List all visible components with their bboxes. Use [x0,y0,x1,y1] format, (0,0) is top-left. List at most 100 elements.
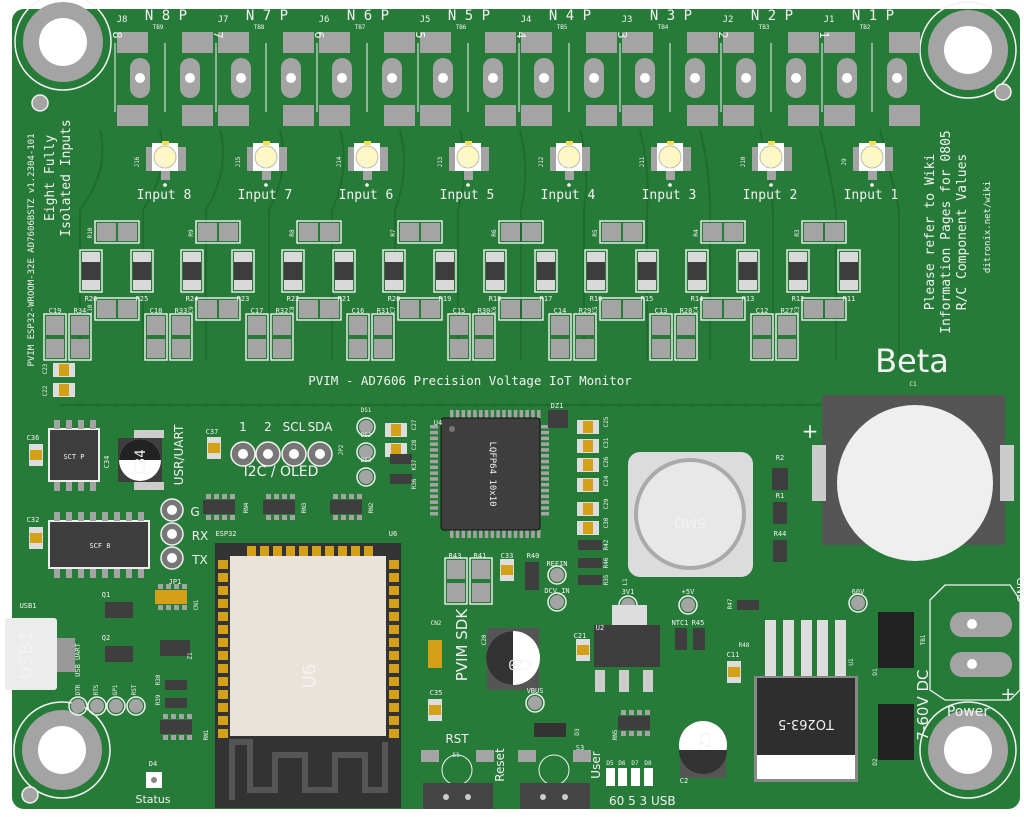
resistor-small-pad [71,316,89,335]
via [456,403,460,407]
status-label: Status [135,793,170,806]
pin-tx-label: TX [191,553,208,567]
connector-body-ref: J12 [562,153,572,169]
terminal-ref: J2 [723,15,734,25]
i2c-oled-label: I2C / OLED [244,464,319,480]
esp32-pin [389,716,399,725]
qfp-pin [541,506,549,510]
connector-body-ref: J16 [158,153,168,169]
terminal-pad [384,105,415,126]
mounting-hole-bottom-left-drill [38,726,86,774]
via [474,403,478,407]
polarity-label: N 6 P [347,8,389,24]
cap-small-outline [43,313,67,361]
rn-pin [171,735,176,740]
esp32-pin [247,546,256,556]
resistor-pads-pad [447,560,465,579]
resistor-ref: R7 [390,229,397,237]
thermistor-ntc1 [675,628,687,650]
connector-ring [658,145,682,169]
terminal-pad [182,105,213,126]
cap-pair-pad [724,300,743,318]
qfp-pin [484,530,489,538]
rn-pin [182,605,187,610]
qfp-pin [541,494,549,499]
terminal-drill [286,73,296,83]
led-pad [359,420,373,434]
testpoint-refin [550,568,564,582]
resistor-right-body [436,262,454,280]
cap-pair-pad [320,300,339,318]
rn-pin [163,735,168,740]
qfp-pin [430,459,438,464]
resistor-left-outline [180,249,204,293]
qfp-pin [496,410,500,418]
ic-pin [78,420,84,429]
rn-pin [333,515,338,520]
rn-pin [621,710,626,715]
resistor-r39 [165,698,187,708]
resistor-small [390,474,412,484]
connector-ref: J15 [235,156,242,167]
ds3-label: DS3 [361,457,372,464]
terminal-pad [117,105,148,126]
testpoint-5v-ring [678,595,698,615]
ntc1-label: NTC1 [672,619,689,627]
via [150,403,154,407]
connector-ref: J16 [134,156,141,167]
usb-pads [57,638,75,672]
cap-small [577,521,599,535]
pin-rx-label: RX [192,529,209,543]
regulator-tab [612,605,647,625]
cap-small-pad [248,316,266,335]
qfp-pin [484,410,489,418]
vbus-label: VBUS [527,687,544,695]
resistor-left-outline [685,249,709,293]
terminal-block-ref: TB2 [860,24,871,31]
c22-label: C22 [42,385,49,396]
cap-small-pad [46,339,64,358]
rn-pin [290,515,295,520]
cap-small-outline [548,313,572,361]
cap-small [577,502,599,516]
u2-label: U2 [596,624,604,632]
connector-ref: J12 [538,156,545,167]
testpoint-60v-ring [848,593,868,613]
rn-pin [230,494,235,499]
via [744,403,748,407]
c26-label: C26 [603,456,610,467]
resistor-right-body [335,262,353,280]
cap-c36 [29,444,43,466]
terminal-pad [384,32,415,53]
esp32-pin [260,546,269,556]
via [114,403,118,407]
connector-ref: J13 [437,156,444,167]
ic-pin [114,512,120,521]
input-label: Input 1 [844,188,899,203]
c32-label: C32 [27,516,40,524]
resistor-small-pad [273,339,291,358]
c36-label: C36 [27,434,40,442]
r30b-label: R30 [155,674,162,685]
d6-label: D6 [618,760,626,767]
resistor-pads-pad [447,583,465,602]
resistor-small-outline [472,313,496,361]
mounting-hole-top-left-ring [14,0,112,91]
cap-small [385,443,407,457]
terminal-pad [723,105,754,126]
capacitor-ref: C6 [491,306,498,314]
connector-body-ref: J13 [461,153,471,169]
resistor-top-outline [296,220,342,244]
i2c-1-label: 1 [239,420,247,434]
r36-label: R36 [411,478,418,489]
ic-pin [126,569,132,578]
resistor-ref: R24 [186,295,199,303]
terminal-block-ref: TB5 [557,24,568,31]
cap-pair-pad [299,300,318,318]
header-drill [167,553,177,563]
qfp-pin [461,530,466,538]
c2-label: C2 [680,777,688,785]
s1-label: S1 [452,752,460,759]
esp32-pin [389,612,399,621]
qfp-pin [430,430,438,435]
